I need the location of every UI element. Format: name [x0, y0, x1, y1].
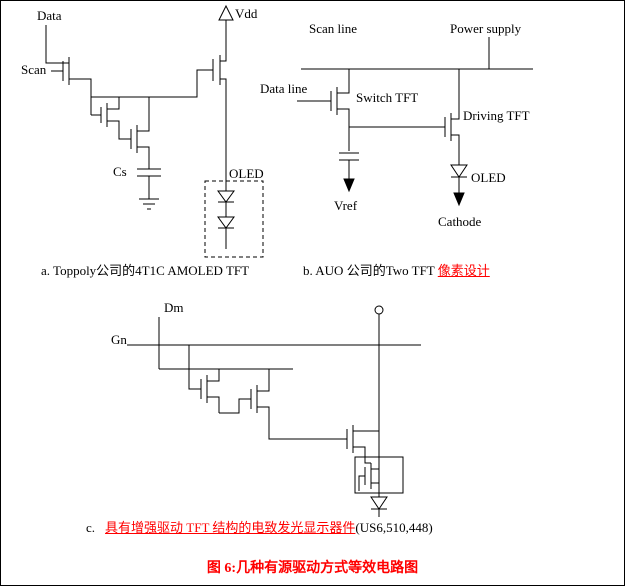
caption-b-black: b. AUO 公司的Two TFT	[303, 263, 438, 278]
diode-symbol	[217, 179, 235, 217]
tft-symbol	[91, 55, 227, 179]
link-wire	[268, 423, 341, 440]
oled-a-label: OLED	[229, 166, 264, 181]
caption-c-prefix: c.	[86, 520, 96, 535]
vref-arrow-icon	[343, 178, 355, 193]
capacitor-symbol	[339, 152, 359, 179]
vdd-label: Vdd	[235, 6, 258, 21]
ground-symbol	[139, 198, 159, 210]
data-label: Data	[37, 8, 62, 23]
circuit-b-schematic	[297, 37, 533, 207]
caption-a: a. Toppoly公司的4T1C AMOLED TFT	[41, 263, 250, 278]
vref-label: Vref	[334, 198, 358, 213]
tft-symbol	[45, 25, 92, 97]
caption-c-suffix: (US6,510,448)	[355, 520, 433, 535]
switch-tft-label: Switch TFT	[356, 90, 419, 105]
terminal-circle	[374, 305, 384, 315]
diode-symbol	[450, 164, 468, 193]
caption-c: c. 具有增强驱动 TFT 结构的电致发光显示器件(US6,510,448)	[86, 520, 433, 536]
tft-symbol	[90, 97, 131, 140]
diode-symbol	[217, 216, 235, 249]
tft-symbol	[358, 463, 379, 491]
dm-label: Dm	[164, 300, 184, 315]
figure-caption: 图 6:几种有源驱动方式等效电路图	[206, 561, 419, 576]
gn-label: Gn	[111, 332, 127, 347]
power-supply-label: Power supply	[450, 21, 522, 36]
diode-symbol	[370, 496, 388, 517]
caption-b: b. AUO 公司的Two TFT 像素设计	[303, 263, 490, 279]
scan-label: Scan	[21, 62, 47, 77]
oled-b-label: OLED	[471, 170, 506, 185]
circuit-c-schematic	[127, 305, 421, 517]
vdd-triangle-icon	[218, 4, 234, 21]
tft-box	[354, 456, 404, 494]
tft-symbol	[444, 69, 460, 165]
cs-label: Cs	[113, 164, 127, 179]
circuit-a-schematic	[45, 4, 264, 258]
driving-tft-label: Driving TFT	[463, 108, 530, 123]
data-line-label: Data line	[260, 81, 308, 96]
oled-dashed-box	[204, 180, 264, 258]
tft-symbol	[188, 345, 220, 413]
cathode-label: Cathode	[438, 214, 482, 229]
vdd-wire	[220, 20, 227, 62]
capacitor-symbol	[137, 168, 161, 199]
tft-symbol	[330, 69, 350, 127]
tft-symbol	[130, 97, 150, 169]
cathode-arrow-icon	[453, 192, 465, 207]
caption-c-red: 具有增强驱动 TFT 结构的电致发光显示器件	[105, 520, 356, 535]
tft-symbol	[219, 369, 270, 423]
scan-line-label: Scan line	[309, 21, 358, 36]
tft-symbol	[341, 425, 379, 464]
caption-b-red: 像素设计	[437, 263, 490, 278]
